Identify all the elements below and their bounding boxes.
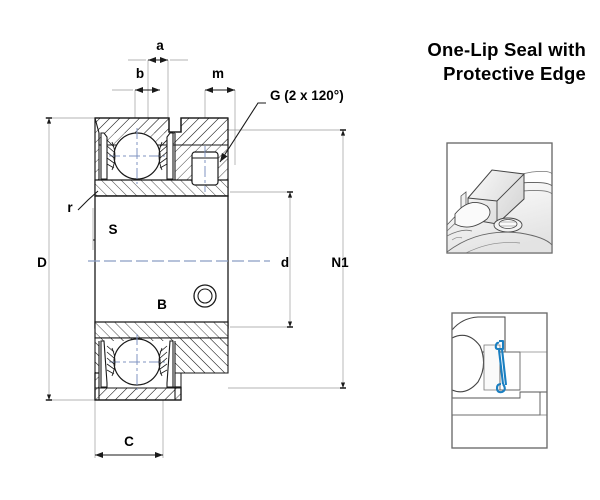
leader-lines [77,102,266,211]
dim-label-S: S [108,222,117,237]
inner-ring-body [88,195,270,329]
seal-lip-highlight [494,339,508,394]
detail-panel-isometric [446,142,553,254]
seal-right [158,132,174,180]
dimension-labels: a b m G (2 x 120°) r S D d N1 B C [37,38,349,449]
dim-label-C: C [124,434,134,449]
leader-G [219,102,266,163]
dim-label-r: r [67,200,73,215]
dim-label-a: a [156,38,164,53]
leader-r [77,190,99,211]
set-screw-hole-front [193,284,217,308]
upper-bearing-section [94,117,229,197]
dim-label-G: G (2 x 120°) [270,88,344,103]
dim-label-D: D [37,255,47,270]
lower-bearing-section [94,321,229,401]
page-title-line1: One-Lip Seal with [427,39,586,60]
dim-label-b: b [136,66,144,81]
seal-left [100,340,116,388]
dim-label-N1: N1 [331,255,349,270]
detail-panel-seal-lip [451,312,548,449]
dim-label-d: d [281,255,289,270]
page-title: One-Lip Seal with Protective Edge [326,38,586,86]
dim-label-B: B [157,297,167,312]
set-screw-boss [191,146,219,192]
seal-left [100,132,116,180]
seal-right [158,340,174,388]
dimension-lines [46,57,346,458]
page-title-line2: Protective Edge [443,63,586,84]
dim-label-m: m [212,66,224,81]
